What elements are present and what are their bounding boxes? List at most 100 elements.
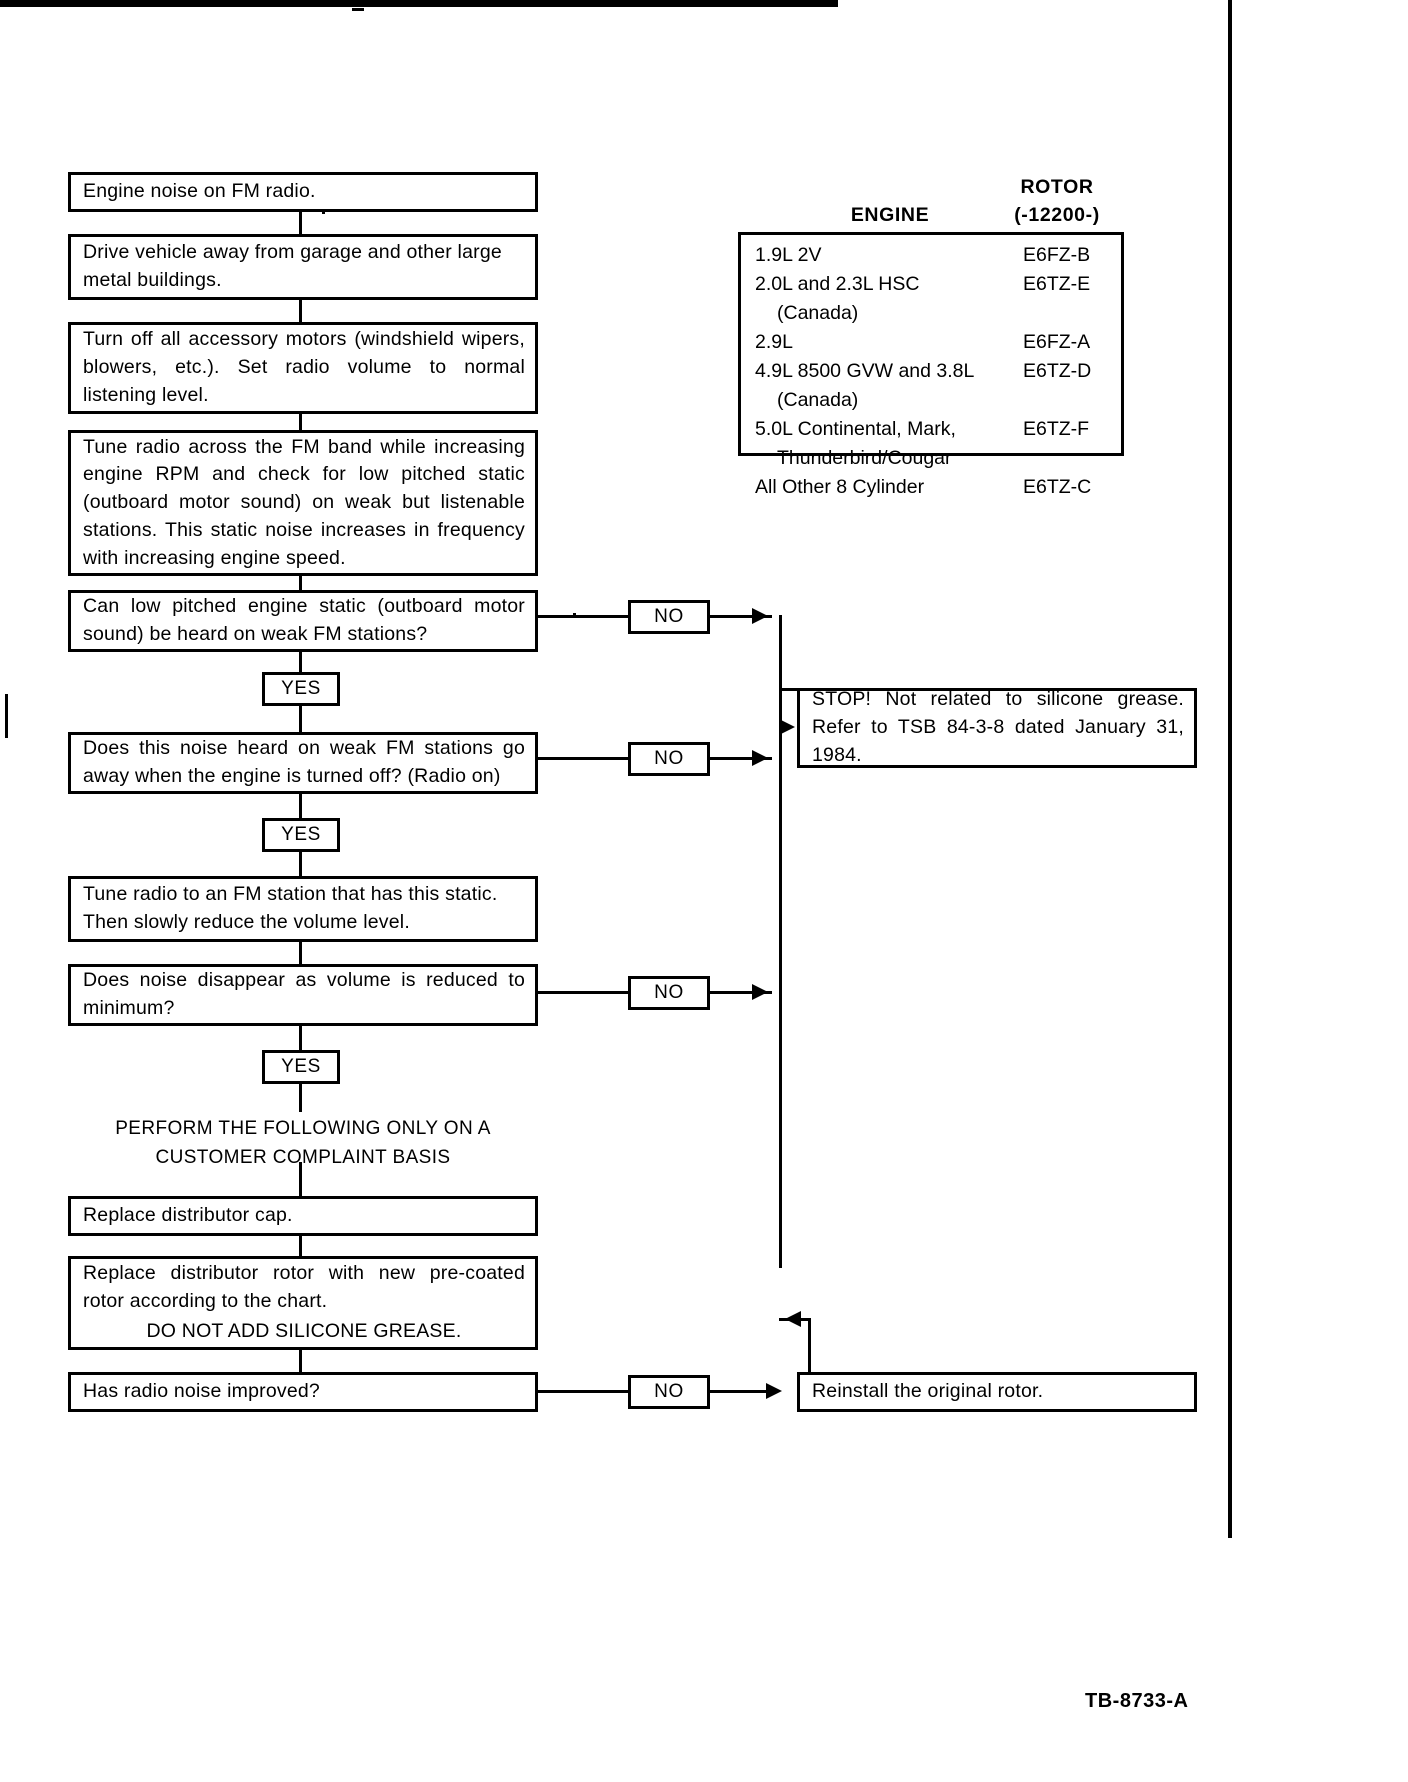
rotor-application-chart: ENGINE ROTOR (-12200-) 1.9L 2V E6FZ-B 2.… (730, 168, 1130, 498)
step-text-drive-away: Drive vehicle away from garage and other… (83, 241, 502, 291)
branch-arrow-no-1 (752, 608, 768, 624)
chart-header-rotor-line2: (-12200-) (1014, 204, 1100, 226)
document-reference-code: TB-8733-A (1085, 1690, 1189, 1712)
connector-reduce-vol-to-q-volume (299, 942, 302, 966)
chart-row: 2.9L E6FZ-A (741, 328, 1121, 357)
connector-yes-3-to-note (299, 1084, 302, 1112)
page-top-rule (0, 0, 838, 7)
branch-tag-no-1: NO (628, 600, 710, 634)
connector-yes-2-to-reduce-vol (299, 852, 302, 878)
step-box-replace-cap: Replace distributor cap. (68, 1196, 538, 1236)
connector-q-volume-to-yes-3 (299, 1026, 302, 1050)
branch-drop-no-1 (779, 615, 782, 690)
chart-cell-engine: (Canada) (777, 389, 859, 411)
branch-tag-yes-1: YES (262, 672, 340, 706)
branch-arrow-no-4 (766, 1383, 782, 1399)
chart-cell-rotor: E6FZ-A (1023, 331, 1091, 353)
decision-text-volume-minimum: Does noise disappear as volume is reduce… (83, 969, 525, 1019)
step-box-accessories: Turn off all accessory motors (windshiel… (68, 322, 538, 414)
chart-cell-engine: 1.9L 2V (755, 244, 822, 266)
branch-tag-no-4-label: NO (654, 1381, 684, 1402)
decision-box-engine-off: Does this noise heard on weak FM station… (68, 732, 538, 794)
branch-tag-no-3: NO (628, 976, 710, 1010)
scan-speck-a (352, 8, 364, 11)
branch-arrow-no-2 (752, 750, 768, 766)
scan-speck-c (573, 613, 576, 616)
scan-speck-b (322, 211, 325, 214)
chart-cell-rotor: E6TZ-F (1023, 418, 1090, 440)
step-box-tune-band: Tune radio across the FM band while incr… (68, 430, 538, 576)
branch-tag-no-1-label: NO (654, 606, 684, 627)
chart-cell-engine: 4.9L 8500 GVW and 3.8L (755, 360, 975, 382)
decision-text-static-heard: Can low pitched engine static (outboard … (83, 595, 525, 645)
decision-text-engine-off: Does this noise heard on weak FM station… (83, 737, 525, 787)
connector-tune-to-q-static (299, 576, 302, 592)
step-text-replace-cap: Replace distributor cap. (83, 1204, 293, 1227)
chart-row: 4.9L 8500 GVW and 3.8L E6TZ-D (741, 357, 1121, 386)
step-text-accessories: Turn off all accessory motors (windshiel… (83, 328, 525, 406)
branch-line-no-4-right (710, 1390, 772, 1393)
customer-complaint-note-line2: CUSTOMER COMPLAINT BASIS (155, 1147, 451, 1169)
connector-q-engine-off-to-yes-2 (299, 794, 302, 818)
branch-tag-no-2: NO (628, 742, 710, 776)
branch-tag-yes-1-label: YES (281, 678, 321, 699)
connector-cap-to-rotor (299, 1236, 302, 1258)
decision-box-static-heard: Can low pitched engine static (outboard … (68, 590, 538, 652)
chart-row: 2.0L and 2.3L HSC E6TZ-E (741, 270, 1121, 299)
branch-tag-no-4: NO (628, 1375, 710, 1409)
branch-arrow-no-3 (752, 984, 768, 1000)
branch-line-no-4-left (538, 1390, 628, 1393)
chart-cell-rotor: E6FZ-B (1023, 244, 1091, 266)
reinstall-feed-vertical (808, 1318, 811, 1374)
branch-tag-yes-2-label: YES (281, 824, 321, 845)
terminal-box-stop: STOP! Not related to silicone grease. Re… (797, 688, 1197, 768)
step-text-replace-rotor-warning: DO NOT ADD SILICONE GREASE. (146, 1319, 462, 1342)
chart-header-rotor-line1: ROTOR (1020, 176, 1094, 198)
chart-cell-engine: 2.9L (755, 331, 793, 353)
decision-box-noise-improved: Has radio noise improved? (68, 1372, 538, 1412)
stop-feed-vertical (779, 688, 782, 1268)
chart-table: 1.9L 2V E6FZ-B 2.0L and 2.3L HSC E6TZ-E … (738, 232, 1124, 498)
connector-start-to-drive (299, 212, 302, 240)
chart-cell-engine: (Canada) (777, 302, 859, 324)
step-box-drive-away: Drive vehicle away from garage and other… (68, 234, 538, 300)
branch-tag-yes-3: YES (262, 1050, 340, 1084)
chart-cell-engine: 2.0L and 2.3L HSC (755, 273, 920, 295)
branch-line-no-3-left (538, 991, 628, 994)
page-left-rule (5, 694, 8, 738)
customer-complaint-note: PERFORM THE FOLLOWING ONLY ON A CUSTOMER… (68, 1114, 538, 1173)
branch-line-no-1-right (710, 615, 772, 618)
step-text-start: Engine noise on FM radio. (83, 180, 316, 203)
chart-row: All Other 8 Cylinder E6TZ-C (741, 473, 1121, 502)
terminal-text-stop: STOP! Not related to silicone grease. Re… (812, 688, 1184, 766)
chart-header-engine: ENGINE (850, 204, 930, 226)
terminal-text-reinstall: Reinstall the original rotor. (812, 1380, 1044, 1403)
decision-text-noise-improved: Has radio noise improved? (83, 1380, 320, 1403)
chart-cell-rotor: E6TZ-D (1023, 360, 1092, 382)
connector-yes-1-to-q-engine-off (299, 706, 302, 732)
step-text-tune-band: Tune radio across the FM band while incr… (83, 435, 525, 569)
branch-tag-yes-2: YES (262, 818, 340, 852)
branch-tag-no-2-label: NO (654, 748, 684, 769)
customer-complaint-note-line1: PERFORM THE FOLLOWING ONLY ON A (115, 1118, 491, 1139)
chart-row: Thunderbird/Cougar (741, 444, 1121, 473)
branch-into-stop-top (779, 688, 797, 691)
branch-line-no-3-right (710, 991, 772, 994)
step-box-replace-rotor: Replace distributor rotor with new pre-c… (68, 1256, 538, 1350)
step-text-reduce-volume: Tune radio to an FM station that has thi… (83, 883, 498, 933)
chart-row: (Canada) (741, 386, 1121, 415)
connector-accessories-to-tune (299, 414, 302, 432)
step-box-reduce-volume: Tune radio to an FM station that has thi… (68, 876, 538, 942)
stop-feed-arrow (779, 719, 795, 735)
connector-note-to-replace-cap (299, 1162, 302, 1198)
chart-row: (Canada) (741, 299, 1121, 328)
step-text-replace-rotor: Replace distributor rotor with new pre-c… (71, 1256, 535, 1349)
branch-line-no-2-right (710, 757, 772, 760)
branch-tag-no-3-label: NO (654, 982, 684, 1003)
chart-cell-rotor: E6TZ-C (1023, 476, 1092, 498)
step-box-start: Engine noise on FM radio. (68, 172, 538, 212)
chart-row: 1.9L 2V E6FZ-B (741, 241, 1121, 270)
branch-tag-yes-3-label: YES (281, 1056, 321, 1077)
step-text-replace-rotor-line1: Replace distributor rotor with new pre-c… (83, 1262, 525, 1313)
